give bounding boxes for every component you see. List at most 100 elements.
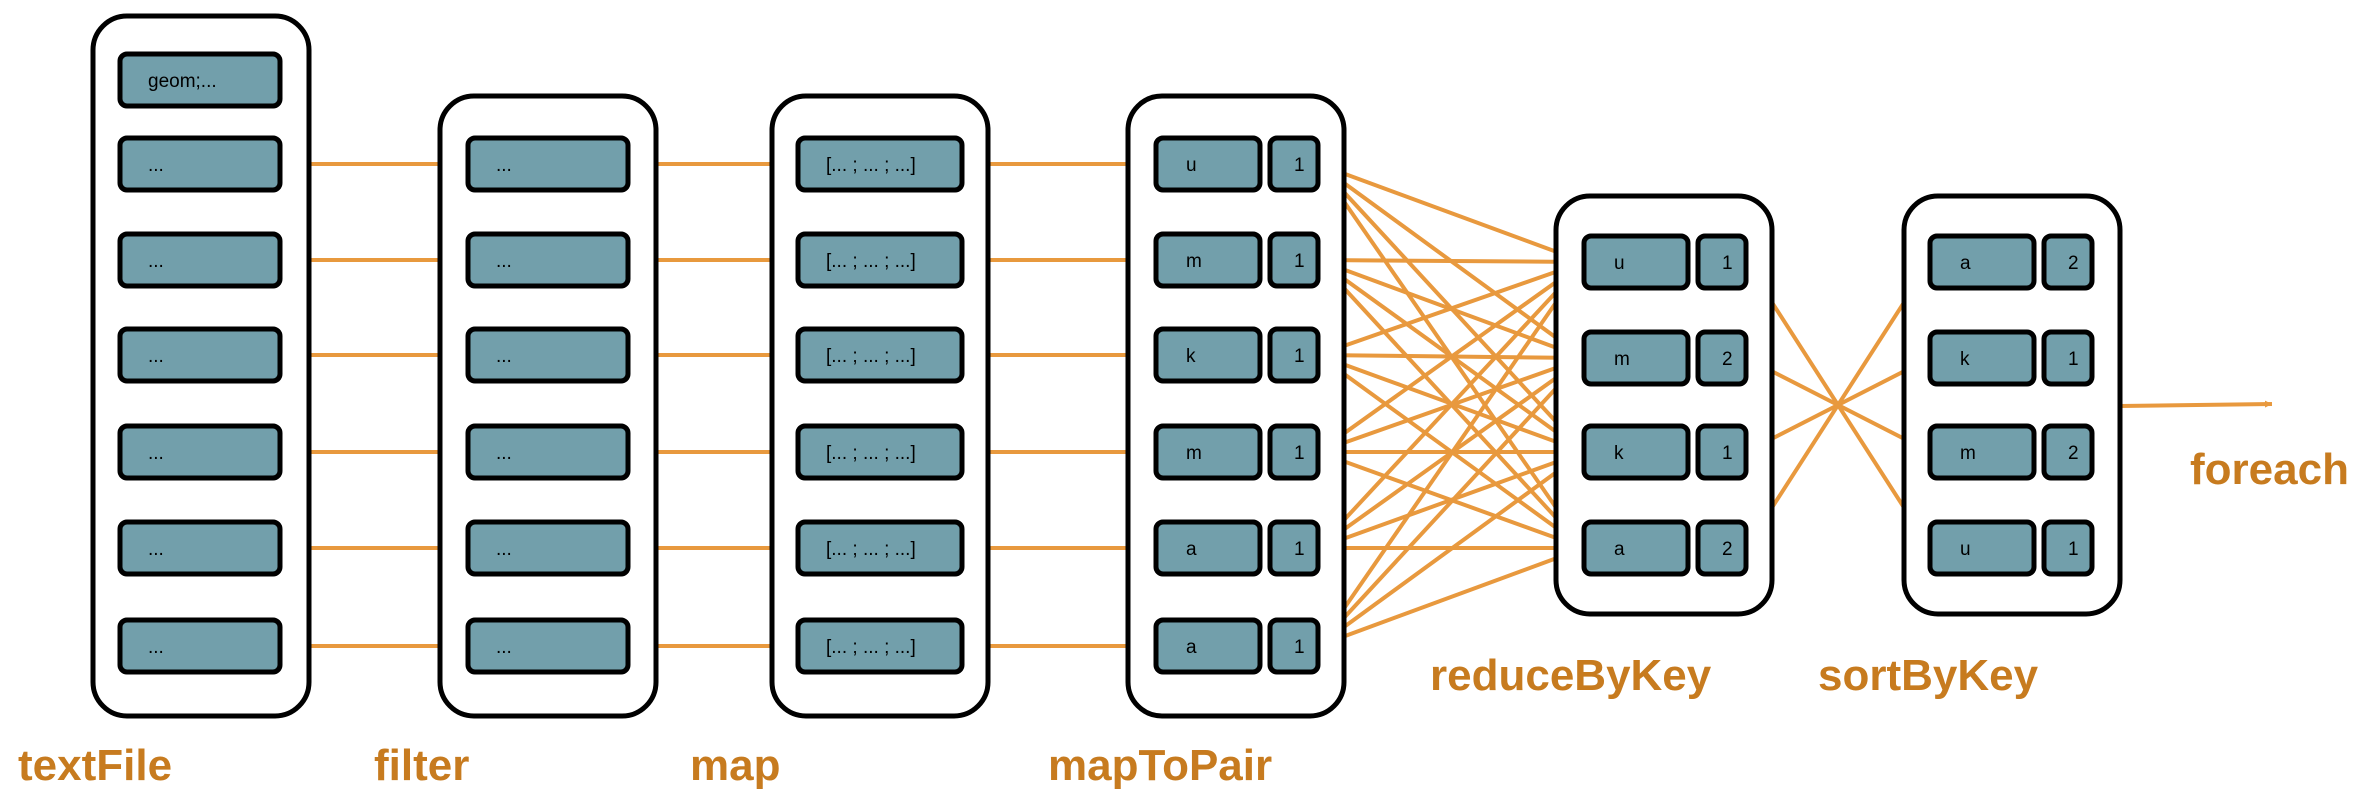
value-text: 2 (2068, 253, 2079, 274)
cell-box (795, 423, 965, 481)
cell-box (465, 617, 631, 675)
key-text: k (1960, 349, 1970, 370)
key-text: a (1186, 539, 1197, 560)
mapToPair-label: mapToPair (1048, 741, 1272, 790)
cell: ... (465, 135, 631, 193)
shuffle-arrow (1316, 450, 1586, 648)
key-text: m (1614, 349, 1630, 370)
key-text: u (1614, 253, 1625, 274)
cell-text: [... ; ... ; ...] (826, 346, 916, 367)
value-cell (2041, 519, 2095, 577)
shuffle-arrow (1316, 356, 1586, 648)
value-text: 1 (1722, 443, 1733, 464)
cell: ... (117, 617, 283, 675)
value-cell (1267, 423, 1321, 481)
shuffle-arrow (1316, 260, 1586, 648)
cell-box (117, 326, 283, 384)
cell: ... (117, 135, 283, 193)
key-cell (1153, 231, 1263, 289)
cell: geom;... (117, 51, 283, 109)
key-cell (1927, 423, 2037, 481)
cell: ... (465, 423, 631, 481)
key-text: m (1960, 443, 1976, 464)
key-cell (1581, 233, 1691, 291)
filter-label: filter (374, 741, 469, 790)
cell-box (795, 135, 965, 193)
filter-stage: .................. (437, 93, 659, 719)
value-text: 1 (1294, 346, 1305, 367)
cell: ... (117, 423, 283, 481)
shuffle-arrow (1317, 546, 1585, 648)
cell-text: ... (148, 155, 164, 176)
cell: ... (117, 231, 283, 289)
cell-text: ... (148, 637, 164, 658)
cell-text: ... (496, 443, 512, 464)
shuffle-arrow (1317, 258, 1585, 266)
cell: ... (465, 519, 631, 577)
value-cell (2041, 329, 2095, 387)
value-text: 1 (1294, 443, 1305, 464)
cell: ... (465, 326, 631, 384)
shuffle-arrow (1317, 260, 1585, 357)
key-cell (1153, 519, 1263, 577)
key-cell (1927, 233, 2037, 291)
key-text: m (1186, 251, 1202, 272)
cell-text: ... (496, 346, 512, 367)
value-text: 1 (2068, 539, 2079, 560)
key-text: k (1614, 443, 1624, 464)
cell-text: ... (148, 443, 164, 464)
cell-text: ... (496, 539, 512, 560)
value-cell (1695, 233, 1749, 291)
value-cell (1267, 519, 1321, 577)
key-cell (1581, 519, 1691, 577)
cell-text: [... ; ... ; ...] (826, 637, 916, 658)
cell-box (795, 231, 965, 289)
shuffle-arrow (1316, 260, 1586, 454)
value-text: 1 (2068, 349, 2079, 370)
cell-text: ... (148, 251, 164, 272)
cell: [... ; ... ; ...] (795, 231, 965, 289)
textFile-label: textFile (18, 741, 172, 790)
cell-text: [... ; ... ; ...] (826, 251, 916, 272)
cell: ... (117, 326, 283, 384)
cell: [... ; ... ; ...] (795, 617, 965, 675)
key-cell (1581, 423, 1691, 481)
cell: [... ; ... ; ...] (795, 423, 965, 481)
cell: [... ; ... ; ...] (795, 519, 965, 577)
cell-text: ... (496, 155, 512, 176)
cell: ... (117, 519, 283, 577)
value-cell (1267, 135, 1321, 193)
value-cell (1267, 617, 1321, 675)
key-text: a (1960, 253, 1971, 274)
key-cell (1153, 135, 1263, 193)
cell-box (117, 617, 283, 675)
value-text: 1 (1294, 251, 1305, 272)
key-text: k (1186, 346, 1196, 367)
cell: ... (465, 617, 631, 675)
key-text: u (1960, 539, 1971, 560)
cell: [... ; ... ; ...] (795, 326, 965, 384)
value-cell (1267, 231, 1321, 289)
value-text: 1 (1294, 637, 1305, 658)
cell-box (795, 519, 965, 577)
cell-box (465, 135, 631, 193)
map-label: map (690, 741, 780, 790)
value-cell (1695, 519, 1749, 577)
value-text: 2 (2068, 443, 2079, 464)
cell-text: geom;... (148, 71, 217, 92)
cell: ... (465, 231, 631, 289)
cell-text: [... ; ... ; ...] (826, 443, 916, 464)
cell-box (465, 231, 631, 289)
value-cell (1695, 329, 1749, 387)
key-text: m (1186, 443, 1202, 464)
